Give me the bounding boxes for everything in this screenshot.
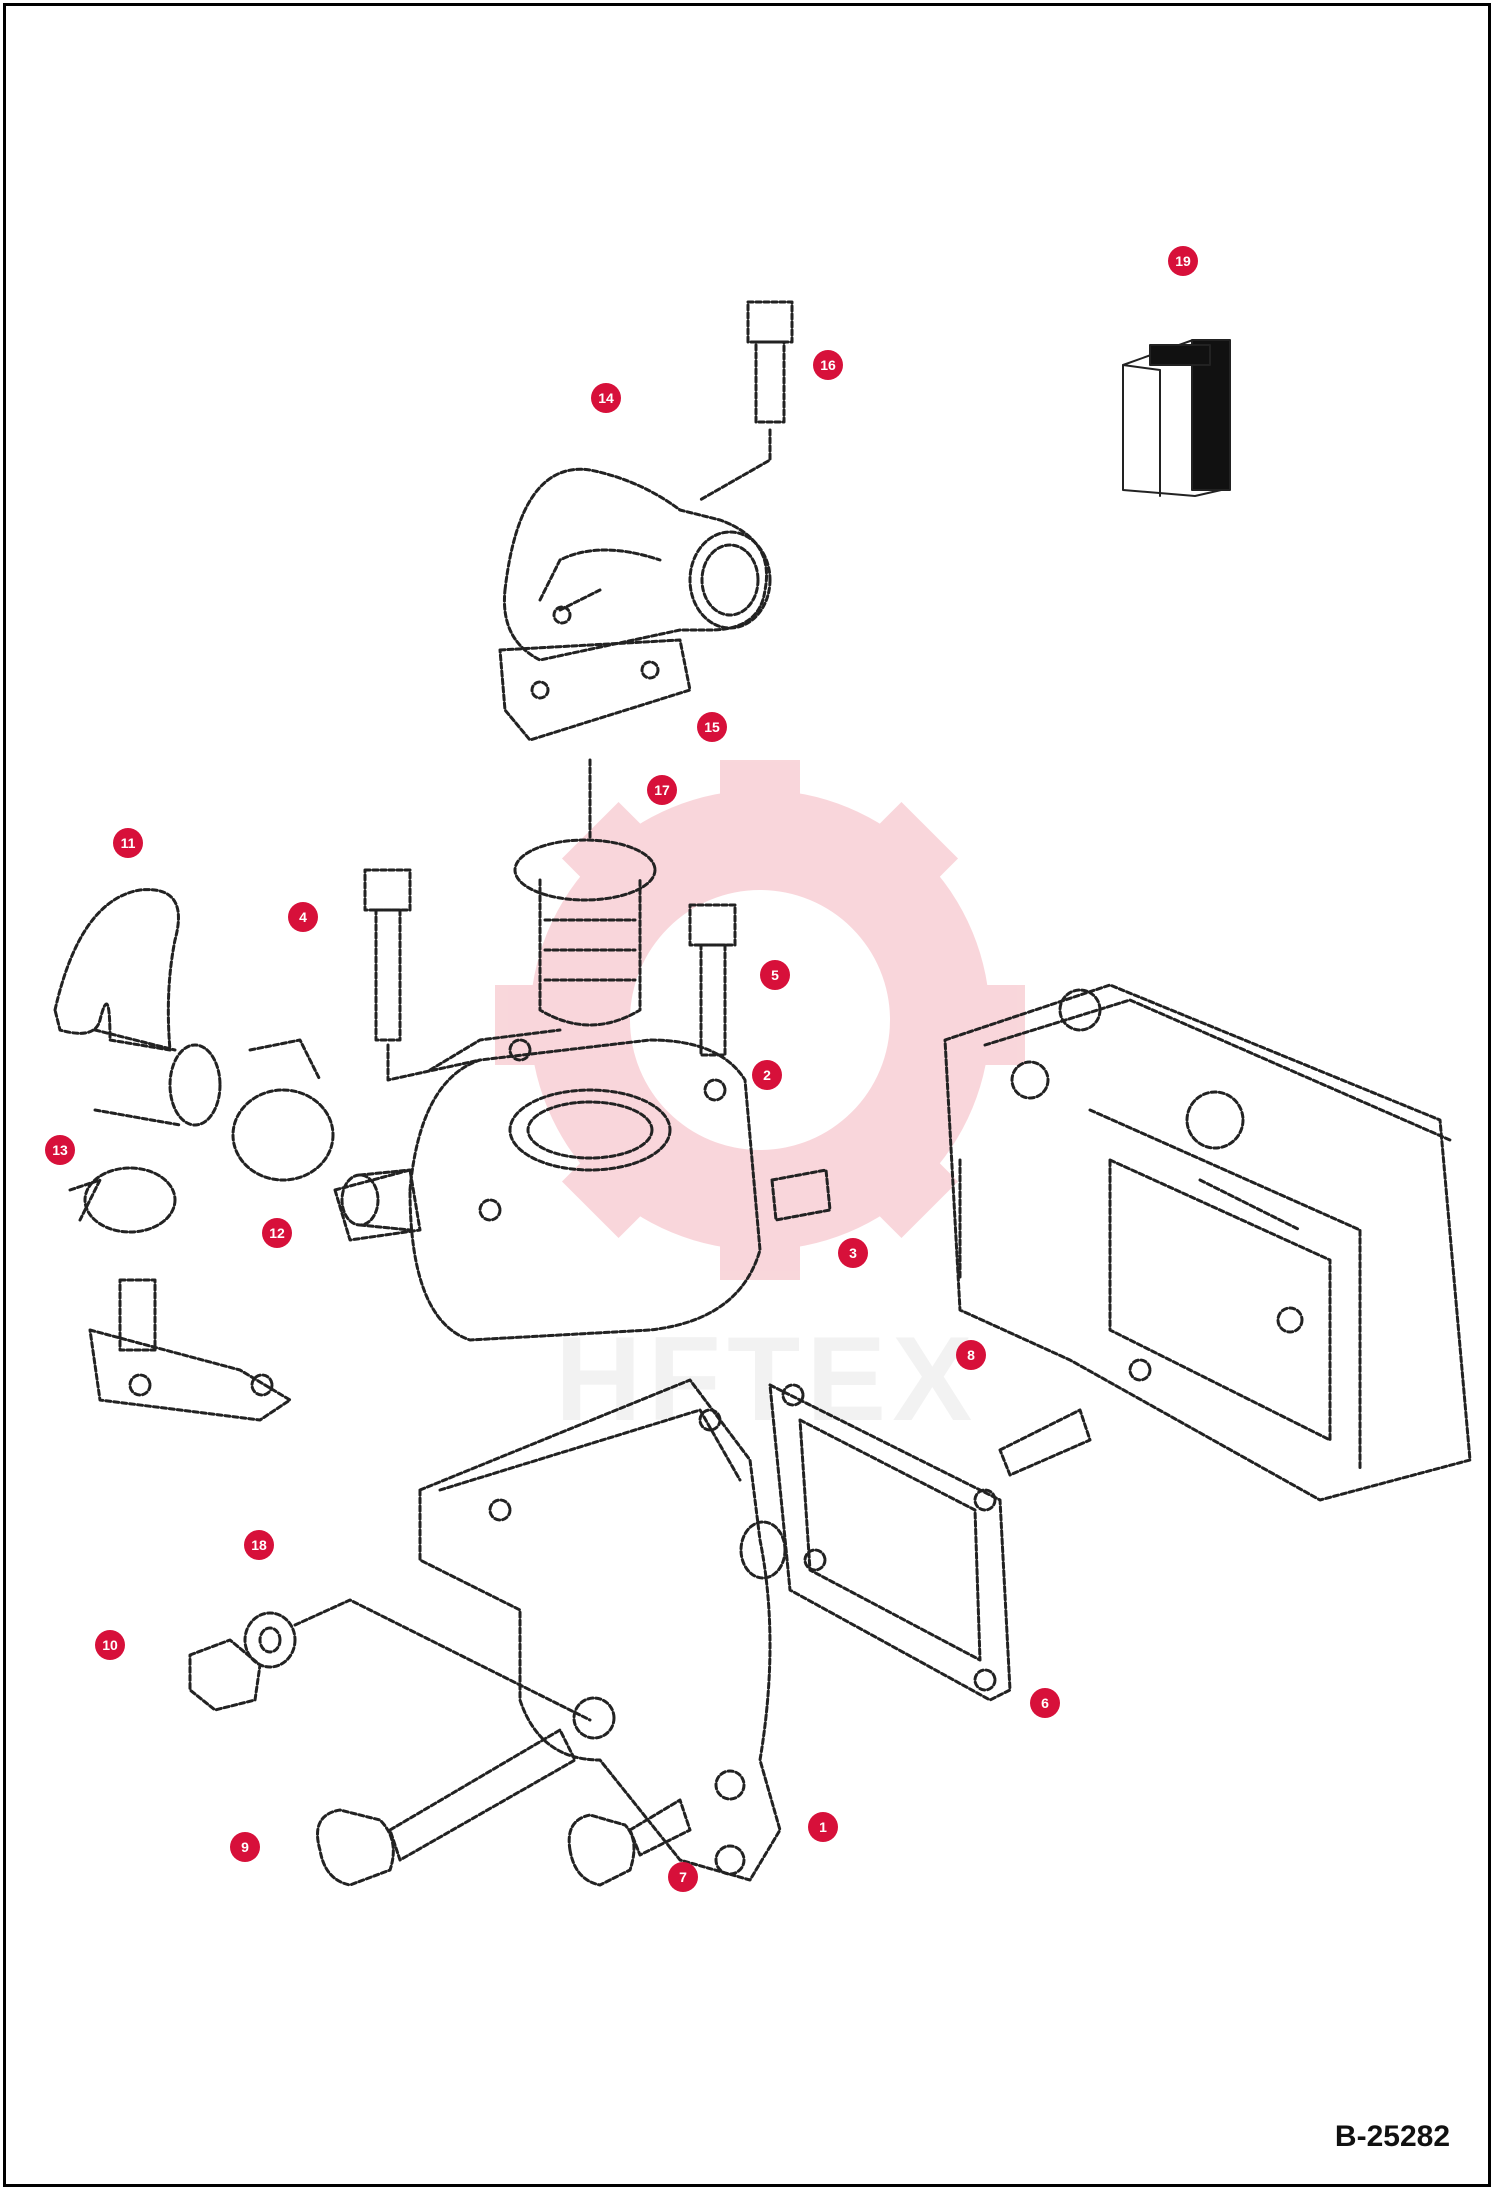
gear-watermark <box>495 760 1025 1280</box>
thermostat <box>513 758 657 1027</box>
callout-10[interactable]: 10 <box>95 1630 125 1660</box>
stud-3 <box>770 1168 832 1222</box>
thermostat-cover <box>502 467 772 662</box>
callout-3[interactable]: 3 <box>838 1238 868 1268</box>
bolt-9 <box>316 1728 577 1887</box>
diagram-frame <box>3 3 1491 2187</box>
engine-block <box>943 983 1472 1502</box>
nut-10 <box>188 1638 262 1712</box>
callout-13[interactable]: 13 <box>45 1135 75 1165</box>
callout-7[interactable]: 7 <box>668 1862 698 1892</box>
clamp-13 <box>68 1166 177 1234</box>
callout-14[interactable]: 14 <box>591 383 621 413</box>
callout-1[interactable]: 1 <box>808 1812 838 1842</box>
kit-box-19 <box>1122 339 1231 497</box>
stud-8 <box>998 1408 1092 1477</box>
callout-18[interactable]: 18 <box>244 1530 274 1560</box>
callout-16[interactable]: 16 <box>813 350 843 380</box>
bolt-4 <box>363 868 482 1082</box>
gasket-15 <box>498 638 692 742</box>
callout-2[interactable]: 2 <box>752 1060 782 1090</box>
hose-11 <box>53 888 222 1127</box>
watermark-text: HFTEX <box>555 1312 979 1446</box>
callout-12[interactable]: 12 <box>262 1218 292 1248</box>
gasket-6 <box>768 1383 1012 1702</box>
callout-17[interactable]: 17 <box>647 775 677 805</box>
callout-8[interactable]: 8 <box>956 1340 986 1370</box>
diagram-reference-number: B-25282 <box>1334 2120 1450 2153</box>
callout-6[interactable]: 6 <box>1030 1688 1060 1718</box>
callout-9[interactable]: 9 <box>230 1832 260 1862</box>
callout-5[interactable]: 5 <box>760 960 790 990</box>
bolt-7 <box>567 1798 692 1887</box>
bolt-5 <box>688 903 737 1057</box>
callout-19[interactable]: 19 <box>1168 246 1198 276</box>
water-pump-housing <box>418 1378 787 1882</box>
thermostat-housing <box>340 1028 762 1342</box>
bypass-pipe <box>333 1168 422 1242</box>
bolt-16 <box>698 300 794 502</box>
callout-4[interactable]: 4 <box>288 902 318 932</box>
washer-18 <box>243 1598 592 1722</box>
callout-15[interactable]: 15 <box>697 712 727 742</box>
flange-pipe <box>88 1278 292 1422</box>
clamp-12 <box>231 1038 335 1182</box>
callout-11[interactable]: 11 <box>113 828 143 858</box>
